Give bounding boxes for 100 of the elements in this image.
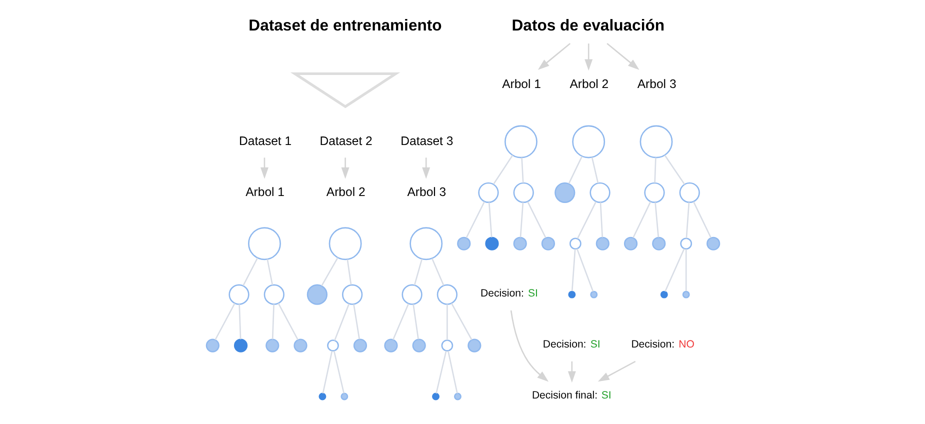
node-circle (440, 340, 453, 352)
connector (332, 350, 344, 394)
node-circle (352, 338, 367, 352)
connector (320, 257, 338, 286)
connector (413, 258, 422, 286)
connector (214, 303, 235, 340)
node-circle (660, 290, 668, 298)
node-circle (409, 227, 442, 260)
connector (271, 304, 274, 340)
node-circle (205, 338, 219, 352)
connector (465, 201, 484, 238)
node-text: Arbol 3 (406, 184, 446, 199)
node-circle (456, 236, 470, 250)
node-circle (568, 290, 576, 298)
node-text: Dataset 1 (238, 134, 292, 148)
connector (685, 202, 690, 238)
connector (488, 202, 492, 238)
node-circle (644, 182, 664, 203)
node-circle (706, 236, 720, 250)
node-circle (504, 125, 537, 158)
connector (654, 202, 659, 238)
node-circle (569, 238, 581, 250)
node-circle (589, 182, 610, 203)
node-circle (484, 236, 498, 250)
node-circle (401, 284, 422, 305)
node-circle (248, 227, 280, 260)
node-circle (467, 338, 481, 352)
connector (412, 304, 418, 340)
node-circle (233, 338, 248, 352)
arrow (597, 360, 636, 382)
node-circle (293, 338, 307, 352)
connector (519, 202, 524, 238)
connector (632, 201, 651, 238)
arrow (584, 44, 592, 71)
node-text: Arbol 1 (245, 184, 284, 199)
node-circle (639, 125, 672, 158)
connector (684, 249, 686, 292)
connector (664, 248, 684, 292)
connector (492, 154, 513, 184)
connector (430, 258, 444, 286)
arrow (340, 158, 349, 179)
arrow (260, 158, 268, 179)
node-circle (436, 284, 458, 305)
node-circle (318, 392, 326, 400)
node-circle (432, 392, 439, 400)
node-circle (384, 338, 398, 352)
connector (692, 201, 712, 238)
node-circle (682, 290, 690, 298)
node-circle (340, 392, 348, 400)
arrow (567, 361, 576, 383)
connector (590, 157, 598, 184)
connector (277, 303, 298, 340)
connector (576, 201, 596, 239)
node-circle (328, 227, 362, 260)
node-circle (263, 284, 284, 305)
node-circle (595, 236, 609, 250)
node-circle (412, 338, 426, 352)
node-text: Arbol 1 (502, 76, 541, 91)
connector (654, 158, 656, 183)
node-text: Arbol 3 (636, 76, 676, 91)
node-circle (680, 238, 692, 250)
node-circle (512, 236, 526, 250)
connector (576, 248, 594, 292)
node-circle (572, 125, 605, 158)
arrow (422, 158, 430, 179)
node-circle (554, 182, 575, 203)
node-circle (652, 236, 666, 250)
node-circle (228, 284, 249, 305)
node-text: Decision: SI (480, 287, 538, 300)
node-text: Dataset de entrenamiento (248, 18, 442, 35)
connector (322, 350, 332, 394)
connector (599, 202, 603, 238)
node-circle (590, 290, 598, 298)
node-circle (306, 284, 328, 305)
node-text: Arbol 2 (326, 184, 365, 199)
node-circle (454, 392, 461, 400)
node-circle (512, 182, 534, 203)
connector (238, 304, 241, 340)
node-text: Datos de evaluación (511, 18, 664, 35)
connector (450, 303, 472, 340)
connector (526, 201, 546, 238)
connector (334, 304, 350, 341)
node-circle (540, 236, 554, 250)
node-circle (326, 340, 338, 352)
arrow (537, 43, 570, 70)
connector (392, 304, 409, 340)
connector (242, 258, 258, 286)
connector (435, 350, 446, 394)
arrow (606, 43, 639, 70)
connector (446, 304, 448, 340)
connector (266, 259, 273, 286)
connector (352, 304, 360, 340)
arrow (510, 310, 548, 382)
connector (664, 154, 685, 185)
node-text: Decision final: SI (531, 389, 611, 402)
node-text: Dataset 2 (319, 134, 372, 148)
node-text: Decision: SI (542, 338, 600, 350)
connector (570, 249, 576, 292)
node-text: Dataset 3 (400, 134, 453, 148)
node-circle (478, 182, 498, 203)
